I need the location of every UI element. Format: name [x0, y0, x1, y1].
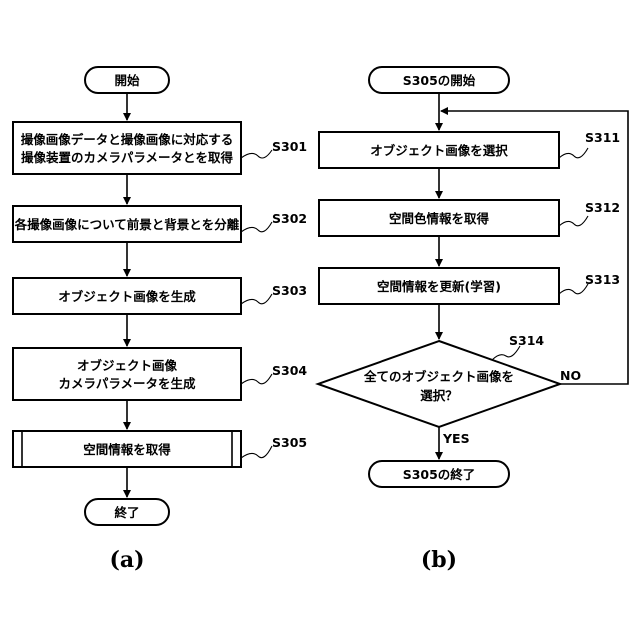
s313-label: S313 — [585, 272, 620, 287]
caption-a: (a) — [109, 547, 144, 573]
process-box-s303: オブジェクト画像を生成 — [13, 278, 241, 314]
s312-line-1: 空間色情報を取得 — [389, 211, 490, 226]
s301-line-1: 撮像画像データと撮像画像に対応する — [21, 132, 234, 147]
flowchart-b: S305の開始 オブジェクト画像を選択 S311 空間色情報を取得 S312 空… — [318, 67, 628, 573]
start-terminal-b: S305の開始 — [369, 67, 509, 93]
s314-line-2: 選択？ — [420, 388, 458, 403]
s314-label: S314 — [509, 333, 544, 348]
process-box-s302: 各撮像画像について前景と背景とを分離 — [13, 206, 241, 242]
s305-leader — [241, 446, 272, 458]
flowchart-a: 開始 撮像画像データと撮像画像に対応する 撮像装置のカメラパラメータとを取得 S… — [13, 67, 307, 573]
s303-label: S303 — [272, 283, 307, 298]
s303-leader — [241, 294, 272, 304]
s301-leader — [241, 150, 272, 158]
s304-label: S304 — [272, 363, 307, 378]
end-terminal-b: S305の終了 — [369, 461, 509, 487]
s311-leader — [559, 148, 588, 158]
no-label: NO — [560, 368, 581, 383]
start-label-a: 開始 — [114, 73, 140, 88]
s312-label: S312 — [585, 200, 620, 215]
s304-line-2: カメラパラメータを生成 — [58, 376, 196, 391]
s301-line-2: 撮像装置のカメラパラメータとを取得 — [21, 150, 234, 165]
s304-leader — [241, 374, 272, 384]
s302-label: S302 — [272, 211, 307, 226]
start-label-b: S305の開始 — [403, 73, 476, 88]
s314-leader — [492, 346, 520, 360]
process-box-s311: オブジェクト画像を選択 — [319, 132, 559, 168]
process-box-s312: 空間色情報を取得 — [319, 200, 559, 236]
s302-line-1: 各撮像画像について前景と背景とを分離 — [14, 217, 240, 232]
s305-label: S305 — [272, 435, 307, 450]
process-box-s313: 空間情報を更新(学習) — [319, 268, 559, 304]
decision-diamond-s314: 全てのオブジェクト画像を 選択？ — [318, 341, 560, 427]
process-box-s301: 撮像画像データと撮像画像に対応する 撮像装置のカメラパラメータとを取得 — [13, 122, 241, 174]
s305-line-1: 空間情報を取得 — [83, 442, 171, 457]
end-label-a: 終了 — [114, 505, 139, 520]
end-terminal-a: 終了 — [85, 499, 169, 525]
s311-label: S311 — [585, 130, 620, 145]
s313-line-1: 空間情報を更新(学習) — [377, 279, 501, 294]
s301-label: S301 — [272, 139, 307, 154]
subprocess-box-s305: 空間情報を取得 — [13, 431, 241, 467]
s304-line-1: オブジェクト画像 — [77, 358, 178, 373]
caption-b: (b) — [421, 547, 457, 573]
process-box-s304: オブジェクト画像 カメラパラメータを生成 — [13, 348, 241, 400]
start-terminal-a: 開始 — [85, 67, 169, 93]
s302-leader — [241, 222, 272, 232]
s313-leader — [559, 284, 588, 294]
end-label-b: S305の終了 — [403, 467, 476, 482]
yes-label: YES — [442, 431, 470, 446]
s314-line-1: 全てのオブジェクト画像を — [363, 369, 514, 384]
s312-leader — [559, 216, 588, 226]
s303-line-1: オブジェクト画像を生成 — [58, 289, 196, 304]
s311-line-1: オブジェクト画像を選択 — [370, 143, 508, 158]
